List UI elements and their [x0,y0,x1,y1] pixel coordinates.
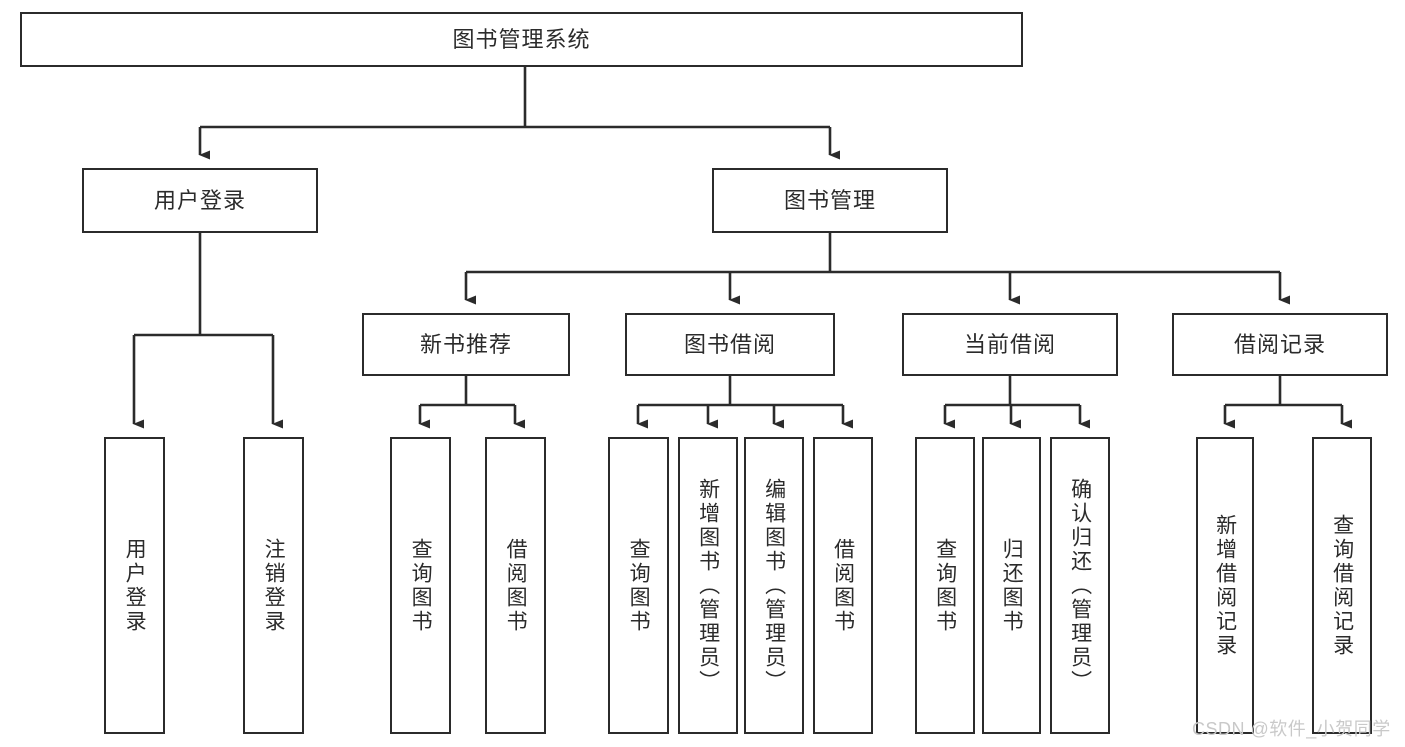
node-book-management[interactable]: 图书管理 [712,168,948,233]
new-book-recommend-connectors [418,376,525,429]
node-leaf-query-book-1[interactable]: 查询图书 [390,437,451,734]
node-book-management-label: 图书管理 [783,187,876,213]
node-current-borrow[interactable]: 当前借阅 [902,313,1118,376]
node-leaf-query-borrow-record[interactable]: 查询借阅记录 [1312,437,1372,734]
root-connectors [198,67,840,160]
node-leaf-logout-login-label: 注销登录 [262,537,286,634]
node-leaf-borrow-book-1-label: 借阅图书 [504,537,528,634]
node-user-login-label: 用户登录 [153,187,246,213]
node-leaf-add-borrow-record-label: 新增借阅记录 [1213,513,1237,658]
node-leaf-query-book-2-label: 查询图书 [627,537,651,634]
node-root[interactable]: 图书管理系统 [20,12,1023,67]
node-leaf-borrow-book-1[interactable]: 借阅图书 [485,437,546,734]
user-login-connectors [132,233,283,429]
book-borrow-connectors [636,376,853,429]
node-leaf-query-borrow-record-label: 查询借阅记录 [1330,513,1354,658]
node-root-label: 图书管理系统 [452,26,591,52]
node-new-book-recommend-label: 新书推荐 [419,331,512,357]
node-leaf-logout-login[interactable]: 注销登录 [243,437,304,734]
node-borrow-record[interactable]: 借阅记录 [1172,313,1388,376]
node-leaf-user-login[interactable]: 用户登录 [104,437,165,734]
node-leaf-edit-book-admin[interactable]: 编辑图书（管理员） [744,437,804,734]
node-leaf-edit-book-admin-label: 编辑图书（管理员） [762,477,786,694]
node-leaf-add-borrow-record[interactable]: 新增借阅记录 [1196,437,1254,734]
node-book-borrow-label: 图书借阅 [683,331,776,357]
node-current-borrow-label: 当前借阅 [963,331,1056,357]
node-leaf-add-book-admin[interactable]: 新增图书（管理员） [678,437,738,734]
node-leaf-return-book[interactable]: 归还图书 [982,437,1041,734]
node-leaf-query-book-3-label: 查询图书 [933,537,957,634]
current-borrow-connectors [943,376,1090,429]
node-leaf-query-book-3[interactable]: 查询图书 [915,437,975,734]
node-user-login[interactable]: 用户登录 [82,168,318,233]
node-leaf-confirm-return-admin[interactable]: 确认归还（管理员） [1050,437,1110,734]
book-management-connectors [464,233,1290,305]
node-new-book-recommend[interactable]: 新书推荐 [362,313,570,376]
node-leaf-return-book-label: 归还图书 [1000,537,1024,634]
node-borrow-record-label: 借阅记录 [1233,331,1326,357]
node-leaf-user-login-label: 用户登录 [123,537,147,634]
borrow-record-connectors [1223,376,1352,429]
node-leaf-borrow-book-2[interactable]: 借阅图书 [813,437,873,734]
node-leaf-query-book-1-label: 查询图书 [409,537,433,634]
node-book-borrow[interactable]: 图书借阅 [625,313,835,376]
node-leaf-query-book-2[interactable]: 查询图书 [608,437,669,734]
node-leaf-add-book-admin-label: 新增图书（管理员） [696,477,720,694]
node-leaf-borrow-book-2-label: 借阅图书 [831,537,855,634]
node-leaf-confirm-return-admin-label: 确认归还（管理员） [1068,477,1092,694]
